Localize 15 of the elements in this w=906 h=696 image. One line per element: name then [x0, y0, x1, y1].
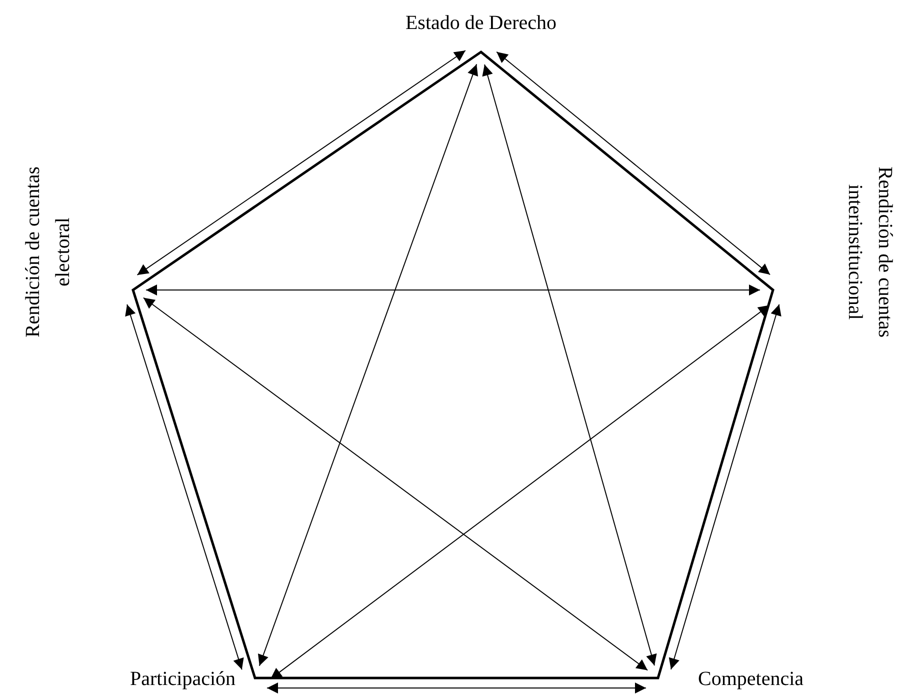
double-arrow [146, 284, 760, 296]
double-arrow [258, 64, 478, 666]
double-arrow [266, 682, 646, 694]
vertex-label: Estado de Derecho [361, 8, 601, 38]
double-arrow [482, 64, 657, 666]
double-arrow [668, 304, 782, 670]
double-arrow [496, 51, 771, 276]
double-arrow [136, 50, 466, 276]
vertex-label: Rendición de cuentas interinstitucional [840, 152, 900, 352]
vertex-label: Rendición de cuentas electoral [18, 152, 78, 352]
double-arrow [125, 304, 244, 670]
vertex-label: Competencia [698, 664, 818, 694]
double-arrow [142, 297, 648, 671]
double-arrow [270, 304, 770, 680]
vertex-label: Participación [130, 664, 260, 694]
